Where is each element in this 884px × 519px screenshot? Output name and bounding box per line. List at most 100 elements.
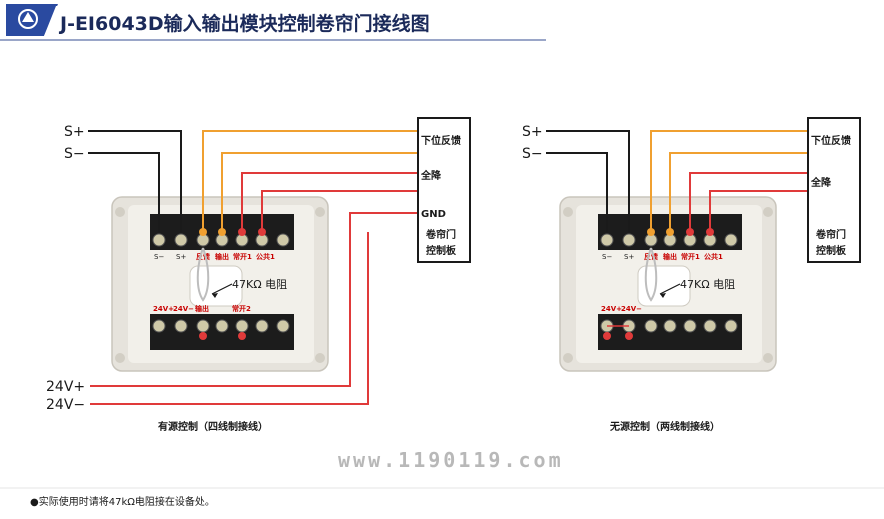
terminal-marker — [647, 228, 655, 236]
wire-full-down-2 — [709, 190, 808, 232]
terminal-label-output: 输出 — [663, 252, 677, 261]
wire-full-down-1 — [689, 172, 808, 232]
wire-s-plus — [546, 130, 630, 232]
terminal-label-no2: 常开2 — [232, 304, 251, 313]
bottom-screws — [152, 319, 290, 333]
page-title: J-EI6043D输入输出模块控制卷帘门接线图 — [58, 12, 430, 35]
wire-full-down-1 — [241, 172, 418, 232]
mount-hole — [763, 353, 773, 363]
terminal-marker — [238, 332, 246, 340]
terminal-marker — [258, 228, 266, 236]
resistor-loop — [196, 247, 210, 302]
mount-hole — [115, 207, 125, 217]
mount-hole — [563, 353, 573, 363]
terminal-label-com1: 公共1 — [704, 252, 723, 261]
wire-feedback-1 — [202, 130, 418, 232]
terminal-label-s-minus: S− — [602, 253, 612, 261]
terminal-screw — [174, 233, 188, 247]
terminal-label-s-plus: S+ — [624, 253, 634, 261]
resistor-loop — [644, 247, 658, 302]
arrow-head — [660, 293, 666, 298]
terminal-screw — [255, 319, 269, 333]
terminal-screw — [622, 233, 636, 247]
terminal-marker — [199, 228, 207, 236]
panel-label-full-down: 全降 — [810, 176, 832, 189]
wire-s-plus — [88, 130, 182, 232]
left-module: S− S+ 反馈 输出 常开1 公共1 24V+ 24V− 输出 常开2 47K… — [46, 117, 471, 433]
panel-name-line2: 控制板 — [816, 244, 847, 257]
mount-hole — [563, 207, 573, 217]
bottom-screws — [600, 319, 738, 333]
terminal-screw — [724, 319, 738, 333]
left-caption: 有源控制（四线制接线） — [158, 420, 268, 433]
terminal-marker — [625, 332, 633, 340]
terminal-label-output2: 输出 — [195, 304, 209, 313]
terminal-label-24v-minus: 24V− — [173, 305, 194, 313]
label-s-minus: S− — [64, 146, 85, 162]
resistor-label: 47KΩ 电阻 — [680, 278, 735, 291]
terminal-screw — [174, 319, 188, 333]
terminal-label-feedback: 反馈 — [644, 252, 658, 261]
terminal-marker — [238, 228, 246, 236]
top-screws — [600, 233, 738, 247]
terminal-screw — [724, 233, 738, 247]
terminal-screw — [600, 233, 614, 247]
panel-name-line2: 控制板 — [426, 244, 457, 257]
terminal-screw — [703, 319, 717, 333]
top-screws — [152, 233, 290, 247]
mount-hole — [315, 353, 325, 363]
terminal-screw — [196, 319, 210, 333]
terminal-screw — [683, 319, 697, 333]
terminal-label-24v-plus: 24V+ — [153, 305, 174, 313]
panel-label-feedback: 下位反馈 — [421, 134, 461, 147]
label-s-plus: S+ — [522, 124, 543, 140]
door-control-panel — [417, 117, 471, 263]
resistor-label: 47KΩ 电阻 — [232, 278, 287, 291]
right-module: S− S+ 反馈 输出 常开1 公共1 24V+ 24V− 47KΩ 电阻 S+… — [522, 117, 861, 433]
terminal-label-output: 输出 — [215, 252, 229, 261]
terminal-marker — [686, 228, 694, 236]
terminal-marker — [218, 228, 226, 236]
terminal-label-com1: 公共1 — [256, 252, 275, 261]
terminal-label-feedback: 反馈 — [196, 252, 210, 261]
panel-name-line1: 卷帘门 — [425, 228, 456, 241]
terminal-label-24v-plus: 24V+ — [601, 305, 622, 313]
terminal-label-no1: 常开1 — [233, 252, 252, 261]
label-24v-plus: 24V+ — [46, 379, 85, 395]
footnote: ●实际使用时请将47kΩ电阻接在设备处。 — [30, 495, 215, 508]
wire-feedback-2 — [669, 152, 808, 232]
terminal-screw — [215, 319, 229, 333]
resistor-pointer — [211, 283, 233, 295]
mount-hole — [115, 353, 125, 363]
mount-hole — [763, 207, 773, 217]
center-slot — [189, 265, 243, 307]
wire-s-minus — [88, 152, 160, 232]
mount-hole — [315, 207, 325, 217]
terminal-label-s-minus: S− — [154, 253, 164, 261]
wire-24v-minus — [90, 232, 369, 405]
terminal-label-24v-minus: 24V− — [621, 305, 642, 313]
center-slot — [637, 265, 691, 307]
wire-24v-plus — [90, 212, 418, 387]
arrow-head — [212, 293, 218, 298]
header-banner: J-EI6043D输入输出模块控制卷帘门接线图 — [0, 0, 548, 41]
terminal-label-s-plus: S+ — [176, 253, 186, 261]
terminal-screw — [235, 319, 249, 333]
terminal-screw — [152, 233, 166, 247]
terminal-marker — [199, 332, 207, 340]
terminal-label-no1: 常开1 — [681, 252, 700, 261]
watermark: www.1190119.com — [338, 448, 564, 472]
panel-label-full-down: 全降 — [420, 169, 442, 182]
label-s-plus: S+ — [64, 124, 85, 140]
terminal-marker — [706, 228, 714, 236]
label-24v-minus: 24V− — [46, 397, 85, 413]
terminal-marker — [666, 228, 674, 236]
resistor-pointer — [659, 283, 681, 295]
label-s-minus: S− — [522, 146, 543, 162]
terminal-screw — [152, 319, 166, 333]
company-logo-icon — [18, 9, 38, 29]
wire-feedback-2 — [221, 152, 418, 232]
terminal-screw — [644, 319, 658, 333]
panel-label-gnd: GND — [421, 209, 446, 220]
